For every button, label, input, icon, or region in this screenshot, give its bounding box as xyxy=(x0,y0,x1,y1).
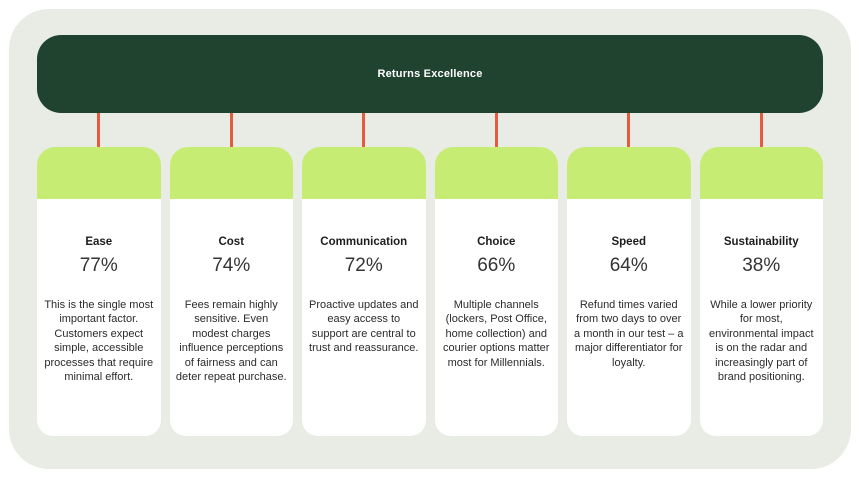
category-column: Cost 74% Fees remain highly sensitive. E… xyxy=(169,113,293,436)
category-column: Speed 64% Refund times varied from two d… xyxy=(567,113,691,436)
card-body: Cost 74% Fees remain highly sensitive. E… xyxy=(169,199,293,436)
category-card: Choice 66% Multiple channels (lockers, P… xyxy=(434,147,558,436)
diagram-container: Returns Excellence Ease 77% This is the … xyxy=(9,9,851,469)
card-description: This is the single most important factor… xyxy=(44,299,154,384)
card-description: Fees remain highly sensitive. Even modes… xyxy=(175,299,287,384)
card-body: Speed 64% Refund times varied from two d… xyxy=(567,199,691,436)
connector-line xyxy=(627,113,631,147)
card-description: Refund times varied from two days to ove… xyxy=(574,299,684,369)
connector-line xyxy=(229,113,233,147)
card-accent-cap xyxy=(169,147,293,199)
card-body: Communication 72% Proactive updates and … xyxy=(302,199,426,436)
category-column: Choice 66% Multiple channels (lockers, P… xyxy=(434,113,558,436)
category-card: Communication 72% Proactive updates and … xyxy=(302,147,426,436)
cards-row: Ease 77% This is the single most importa… xyxy=(37,113,823,436)
card-title: Speed xyxy=(611,236,646,248)
category-card: Ease 77% This is the single most importa… xyxy=(37,147,161,436)
card-percentage: 66% xyxy=(477,255,516,276)
card-description: Multiple channels (lockers, Post Office,… xyxy=(443,299,550,369)
card-body: Choice 66% Multiple channels (lockers, P… xyxy=(434,199,558,436)
card-accent-cap xyxy=(37,147,161,199)
category-column: Sustainability 38% While a lower priorit… xyxy=(699,113,823,436)
connector-line xyxy=(494,113,498,147)
card-title: Ease xyxy=(85,236,113,248)
card-percentage: 77% xyxy=(79,255,118,276)
card-percentage: 72% xyxy=(344,255,383,276)
card-accent-cap xyxy=(567,147,691,199)
card-body: Sustainability 38% While a lower priorit… xyxy=(699,199,823,436)
category-card: Sustainability 38% While a lower priorit… xyxy=(699,147,823,436)
card-percentage: 38% xyxy=(742,255,781,276)
category-card: Cost 74% Fees remain highly sensitive. E… xyxy=(169,147,293,436)
card-percentage: 64% xyxy=(609,255,648,276)
card-title: Sustainability xyxy=(723,236,799,248)
card-percentage: 74% xyxy=(212,255,251,276)
card-title: Choice xyxy=(477,236,516,248)
card-description: Proactive updates and easy access to sup… xyxy=(309,299,419,355)
connector-line xyxy=(759,113,763,147)
card-accent-cap xyxy=(434,147,558,199)
card-description: While a lower priority for most, environ… xyxy=(708,299,814,384)
connector-line xyxy=(362,113,366,147)
category-card: Speed 64% Refund times varied from two d… xyxy=(567,147,691,436)
card-title: Cost xyxy=(218,236,245,248)
card-accent-cap xyxy=(302,147,426,199)
root-node-title: Returns Excellence xyxy=(377,68,483,80)
root-node: Returns Excellence xyxy=(37,35,823,113)
card-title: Communication xyxy=(320,236,408,248)
connector-line xyxy=(97,113,101,147)
category-column: Ease 77% This is the single most importa… xyxy=(37,113,161,436)
card-accent-cap xyxy=(699,147,823,199)
category-column: Communication 72% Proactive updates and … xyxy=(302,113,426,436)
card-body: Ease 77% This is the single most importa… xyxy=(37,199,161,436)
